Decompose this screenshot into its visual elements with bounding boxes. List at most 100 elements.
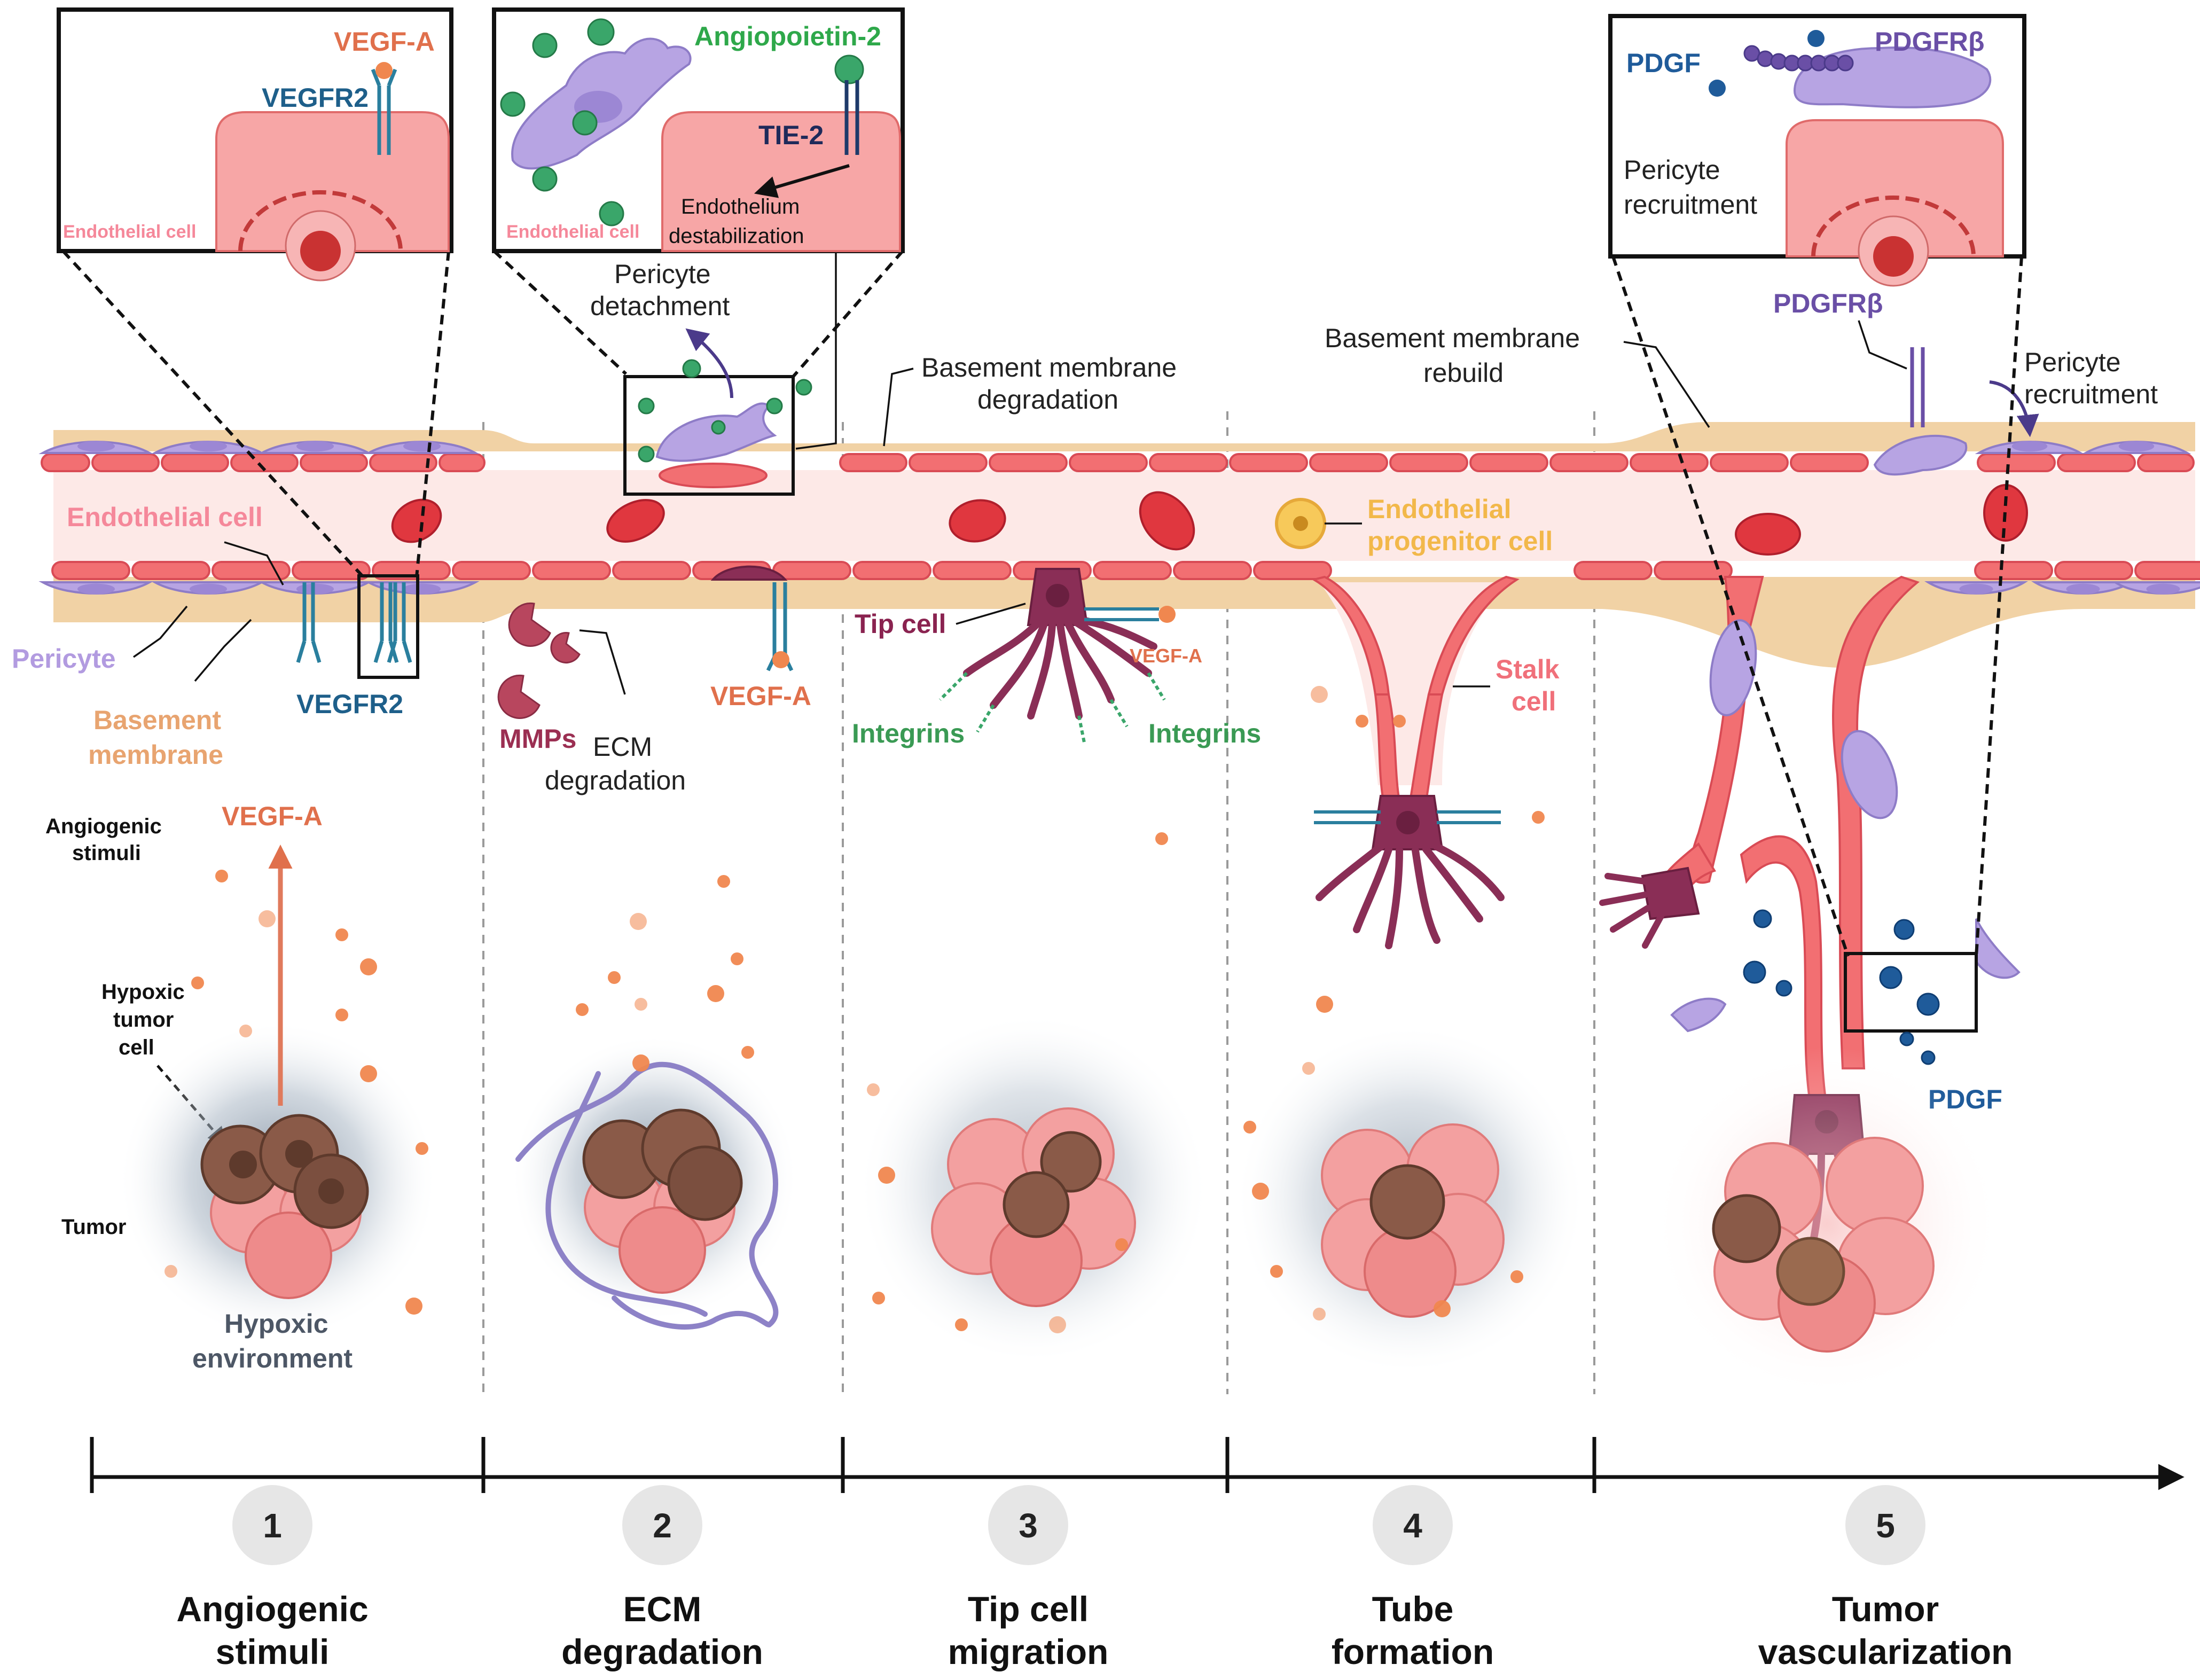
pericyte-label: Pericyte [12,644,116,674]
integrins-right-label: Integrins [1148,718,1261,748]
inset5-ligand: PDGF [1626,48,1701,78]
pericyte-cell [151,581,266,595]
stage-title-l2: migration [948,1632,1109,1671]
stage-title-l1: Tip cell [968,1589,1089,1629]
red-blood-cell [1735,513,1801,556]
basement-membrane-top [53,422,2195,451]
tip-cell-receptors [1084,607,1159,621]
pericyte-on-vessel-recruited [1873,434,1968,476]
stage-1-scene: Endothelial cell Pericyte Basement membr… [12,502,438,1373]
pericyte-cells-stage5 [1670,619,2021,1033]
vegf-particle [1532,811,1545,824]
inset1-ligand: VEGF-A [334,27,435,57]
epc-label-l2: progenitor cell [1367,526,1553,556]
vegfr2-label: VEGFR2 [296,689,403,719]
endothelial-cell [41,453,90,472]
bm-rebuild-label-l2: rebuild [1423,358,1504,388]
endothelial-cell [839,453,907,472]
endothelial-cell [1253,561,1332,580]
pericyte-cell [2081,441,2191,454]
stage-title-l1: Tube [1372,1589,1454,1629]
zoom-guides [61,249,2023,957]
inset2-effect-l2: destabilization [669,224,804,248]
vegf-particle [867,1083,880,1096]
ecm-degradation-label-l2: degradation [545,765,686,795]
endothelial-cell [1069,453,1148,472]
stage-2-scene: Pericyte detachment MMPs ECM degradation… [497,259,812,1330]
pdgf-particles [1743,909,1940,1065]
stage-title-l2: vascularization [1758,1632,2013,1671]
stage-title-l1: Angiogenic [176,1589,368,1629]
pdgfrb-receptor-vessel [1910,347,1925,427]
vegf-particle [1115,1238,1128,1251]
endothelial-cell [1389,453,1468,472]
vegf-particles [165,686,1545,1333]
pericytes-on-vessel [38,441,2200,595]
vegf-particle [1510,1270,1523,1283]
ecm-tumor-cluster [582,1108,743,1294]
pericyte-cell [257,441,373,454]
pericyte-detachment-label-l2: detachment [590,291,730,321]
inset-5: PDGF PDGFRβ Pericyte recruitment [1608,14,2026,287]
tumor-cluster-stage4 [1321,1123,1505,1318]
vegf-particle [416,1142,428,1155]
vegf-particle [215,870,228,882]
pericyte-cell [38,581,154,595]
stage-number: 4 [1403,1506,1422,1545]
endothelial-cell [2057,453,2136,472]
endothelial-cell [1654,561,1733,580]
inset5-effect-l2: recruitment [1624,190,1757,220]
vegf-particle [239,1025,252,1037]
vegf-particle [731,952,743,965]
vegf-a-label-stage2: VEGF-A [710,681,811,711]
vegf-particle [1316,996,1333,1013]
vegf-particle [1313,1308,1326,1320]
endothelial-cell [2054,561,2133,580]
endothelial-cell [772,561,851,580]
basement-membrane-bottom [53,577,2195,668]
stage-number-badge [622,1485,702,1565]
bm-degradation-label-l1: Basement membrane [921,353,1177,382]
endothelial-cell [1790,453,1869,472]
stage-number-badge [1845,1485,1925,1565]
vegf-particle [1393,715,1406,728]
vegf-particle [1311,686,1328,703]
red-blood-cell [1139,491,1195,551]
pdgf-chain [1743,45,1854,72]
tip-cell-stage4 [1314,795,1505,949]
vegf-particle [872,1292,885,1304]
integrins-left-label: Integrins [852,718,965,748]
inset2-receptor: TIE-2 [758,120,824,150]
vegf-particle [878,1167,895,1184]
pericyte-cell [257,581,373,595]
stage-3-label: 3 Tip cell migration [948,1485,1109,1671]
pericyte-detachment-label-l1: Pericyte [614,259,711,289]
stalk-cells [1311,575,1520,802]
vegfr2-receptors [296,582,412,663]
inset1-cell: Endothelial cell [63,222,196,242]
endothelial-cell [1573,561,1653,580]
vegf-particle [360,1065,377,1082]
vegf-a-label-stage3: VEGF-A [1130,645,1202,667]
vegf-particle [955,1318,968,1331]
endothelial-cell [131,561,210,580]
stage-2-label: 2 ECM degradation [561,1485,763,1671]
endothelial-cell [300,453,368,472]
stage-title-l1: Tumor [1832,1589,1939,1629]
inset2-ligand: Angiopoietin-2 [694,21,881,51]
endothelial-cell [1549,453,1629,472]
vegf-particle [1049,1316,1066,1333]
inset2-effect-l1: Endothelium [681,195,800,218]
inset5-receptor: PDGFRβ [1875,27,1985,57]
hypoxic-tumor-cell-label-l1: Hypoxic [101,980,185,1004]
endothelial-cell [1173,561,1252,580]
ecm-degradation-label-l1: ECM [593,732,652,762]
vegf-particle [360,958,377,975]
stage-title-l2: stimuli [216,1632,330,1671]
vegf-particle [1302,1062,1315,1075]
endothelial-cell [612,561,691,580]
vegf-particle [165,1265,177,1278]
stage-title-l2: formation [1332,1632,1494,1671]
vegf-particle [608,971,621,984]
endothelial-cell-label: Endothelial cell [67,502,263,532]
